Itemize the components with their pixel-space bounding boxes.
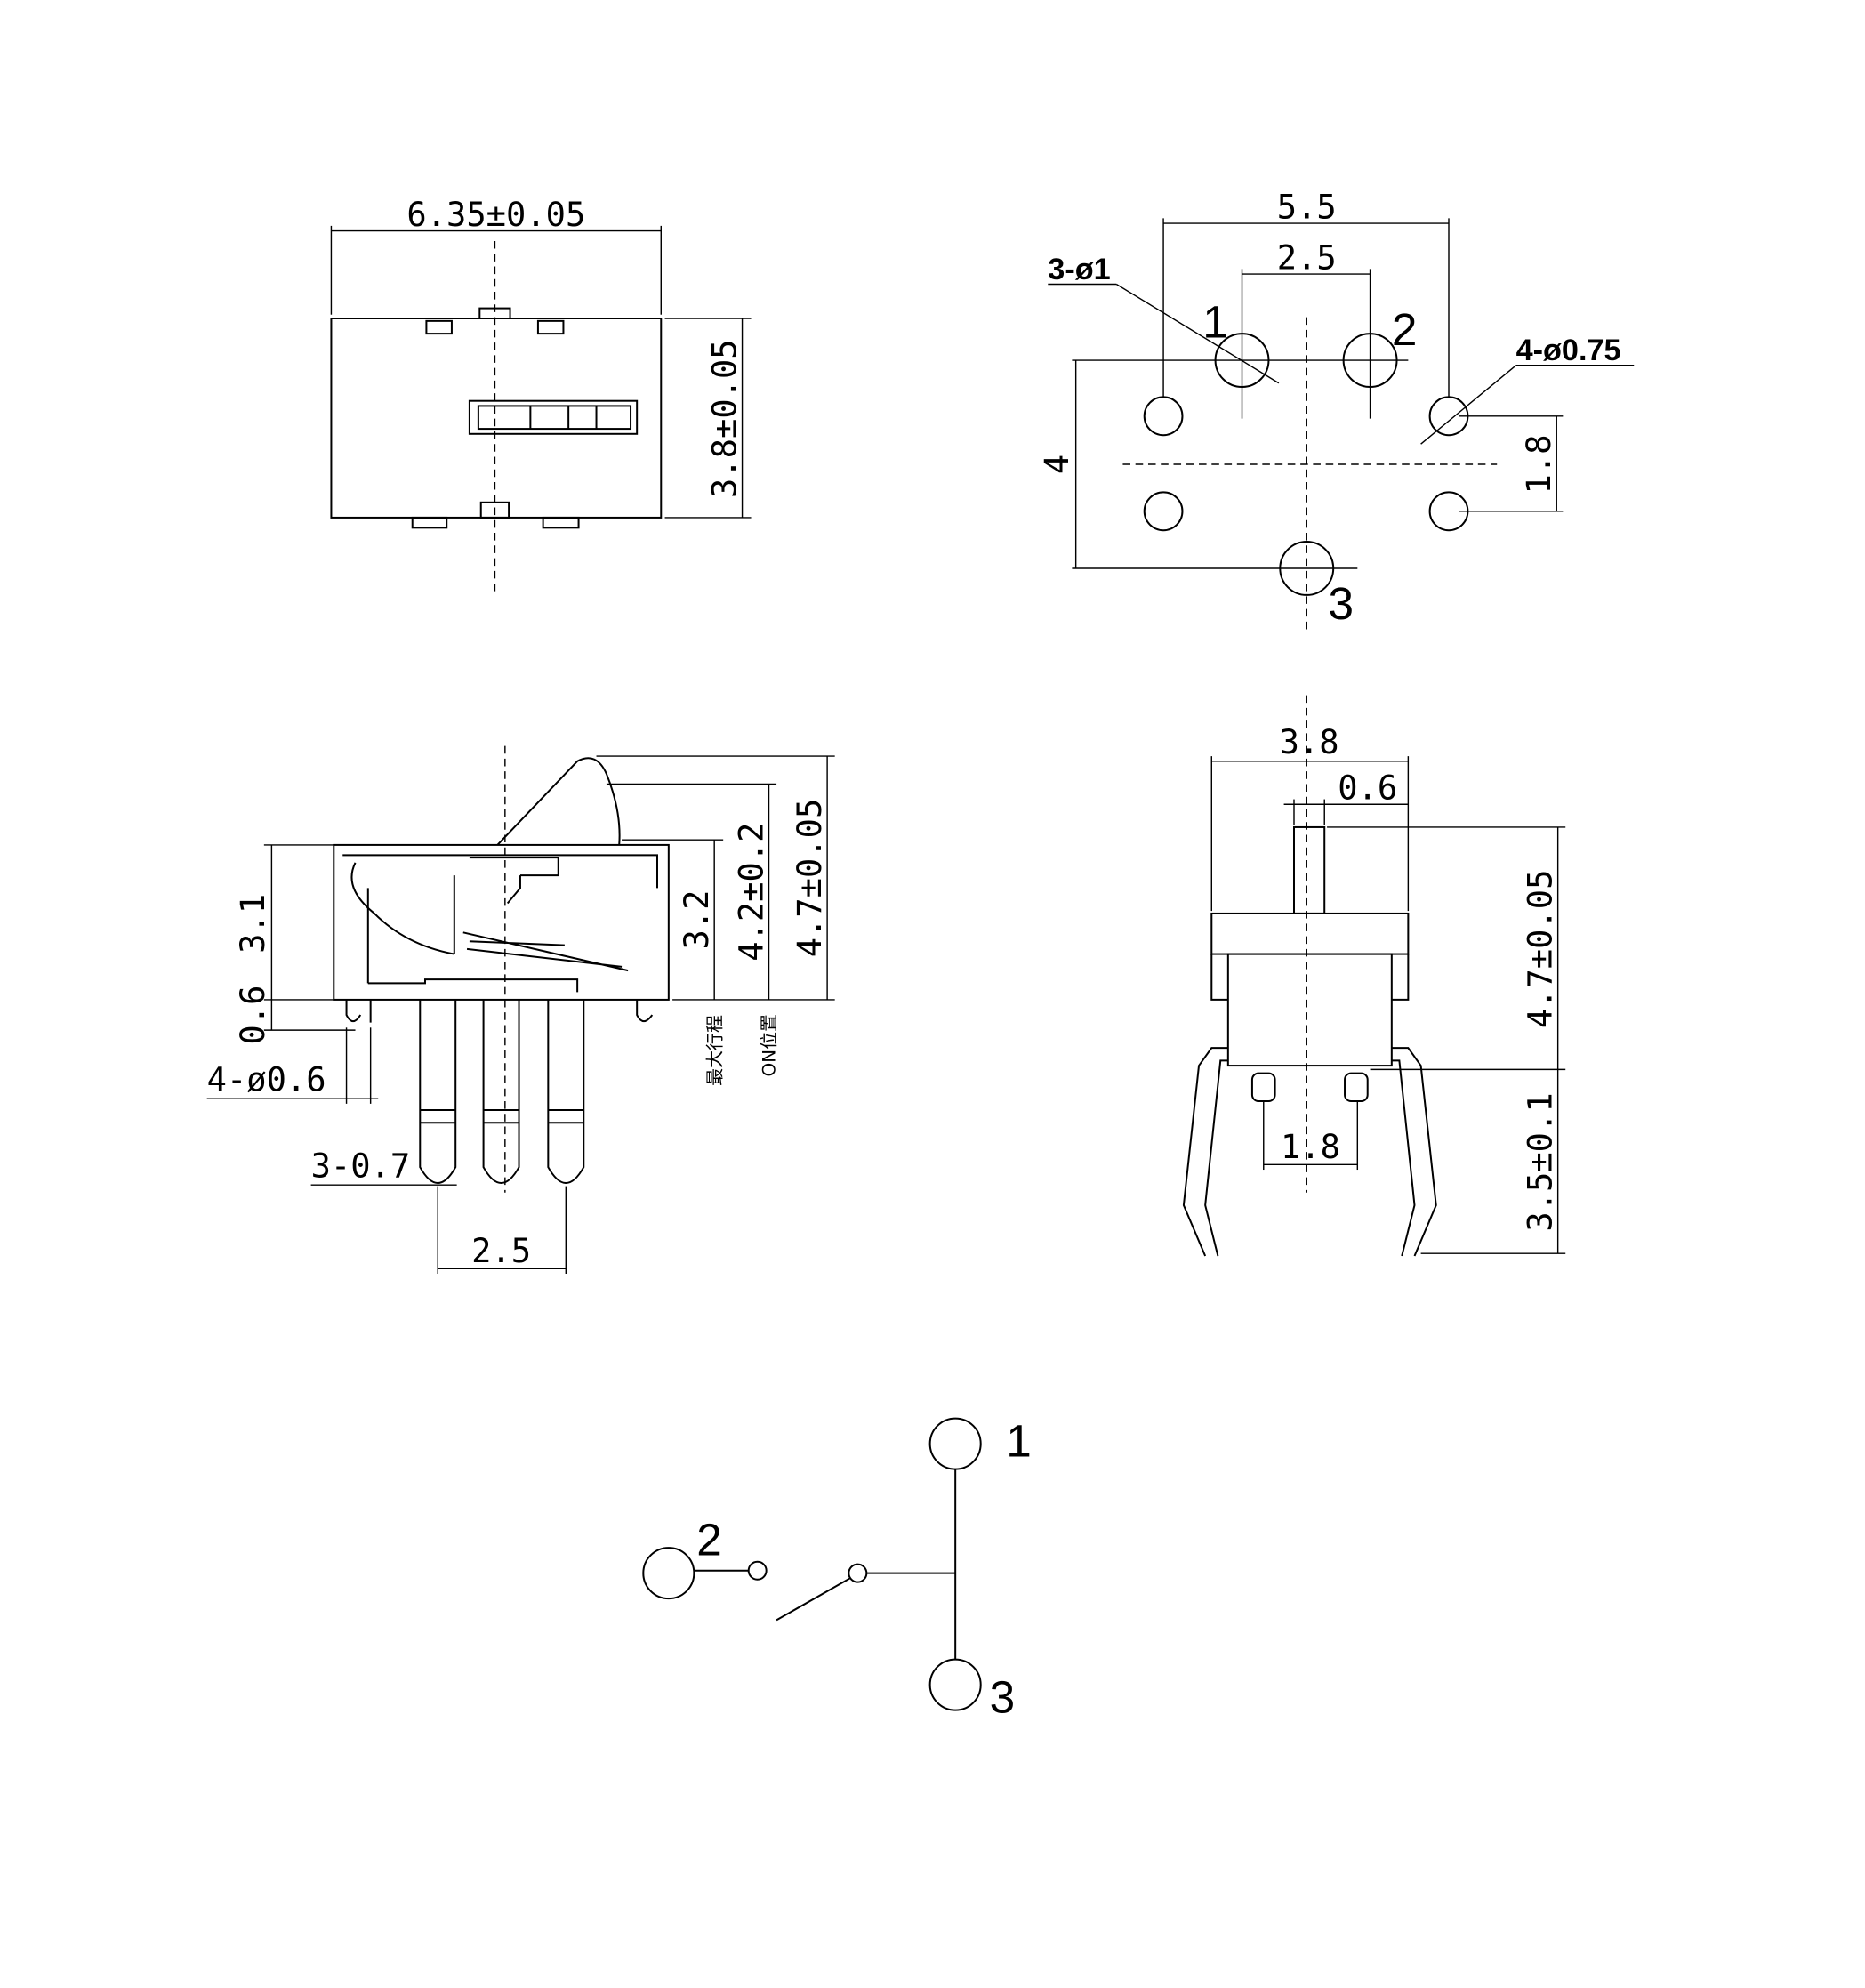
top-width-dim: 6.35±0.05 (406, 196, 585, 234)
side-body-height-dim: 3.1 (234, 894, 272, 954)
fp-pitch-dim: 2.5 (1277, 238, 1337, 277)
schematic-label-3: 3 (990, 1671, 1016, 1722)
schematic-label-2: 2 (696, 1515, 722, 1565)
fp-small-pitch-dim: 1.8 (1520, 435, 1558, 495)
top-view: 6.35±0.05 3.8±0.05 (330, 196, 752, 594)
side-standoff-dim: 0.6 (234, 986, 272, 1045)
pin-label-3: 3 (1329, 578, 1355, 629)
peg-note: 4-ø0.6 (207, 1061, 326, 1099)
front-height-dim: 4.7±0.05 (1522, 870, 1560, 1029)
front-view: 3.8 0.6 4.7±0.05 3.5±0.1 1.8 (1182, 695, 1566, 1257)
front-stem-dim: 0.6 (1338, 769, 1397, 808)
large-hole-note: 3-ø1 (1048, 253, 1110, 286)
dim-4-7: 4.7±0.05 (791, 799, 829, 958)
pins (419, 999, 585, 1184)
footprint-view: 4 5.5 2.5 1.8 3-ø1 4-ø0.75 1 2 3 (1038, 188, 1635, 632)
side-view: 3.1 0.6 4-ø0.6 3-0.7 2.5 3.2 4.2±0.2 4.7… (207, 745, 835, 1274)
fp-width-dim: 5.5 (1277, 188, 1337, 226)
pin-label-1: 1 (1202, 296, 1228, 347)
dim-4-2: 4.2±0.2 (732, 823, 770, 962)
top-height-dim: 3.8±0.05 (705, 339, 744, 498)
max-travel-label: 最大行程 (703, 1015, 725, 1086)
dim-3-2: 3.2 (678, 890, 716, 950)
pin-label-2: 2 (1392, 304, 1418, 355)
side-pitch-dim: 2.5 (471, 1232, 531, 1270)
pin-note: 3-0.7 (311, 1147, 411, 1186)
small-hole-note: 4-ø0.75 (1516, 334, 1621, 367)
on-position-label: ON位置 (759, 1014, 780, 1077)
schematic-label-1: 1 (1006, 1415, 1032, 1466)
front-lead-dim: 3.5±0.1 (1522, 1092, 1560, 1231)
schematic: 1 2 3 (642, 1415, 1032, 1722)
fp-height-dim: 4 (1038, 455, 1076, 474)
front-lead-pitch-dim: 1.8 (1281, 1128, 1340, 1166)
front-width-dim: 3.8 (1280, 723, 1339, 761)
